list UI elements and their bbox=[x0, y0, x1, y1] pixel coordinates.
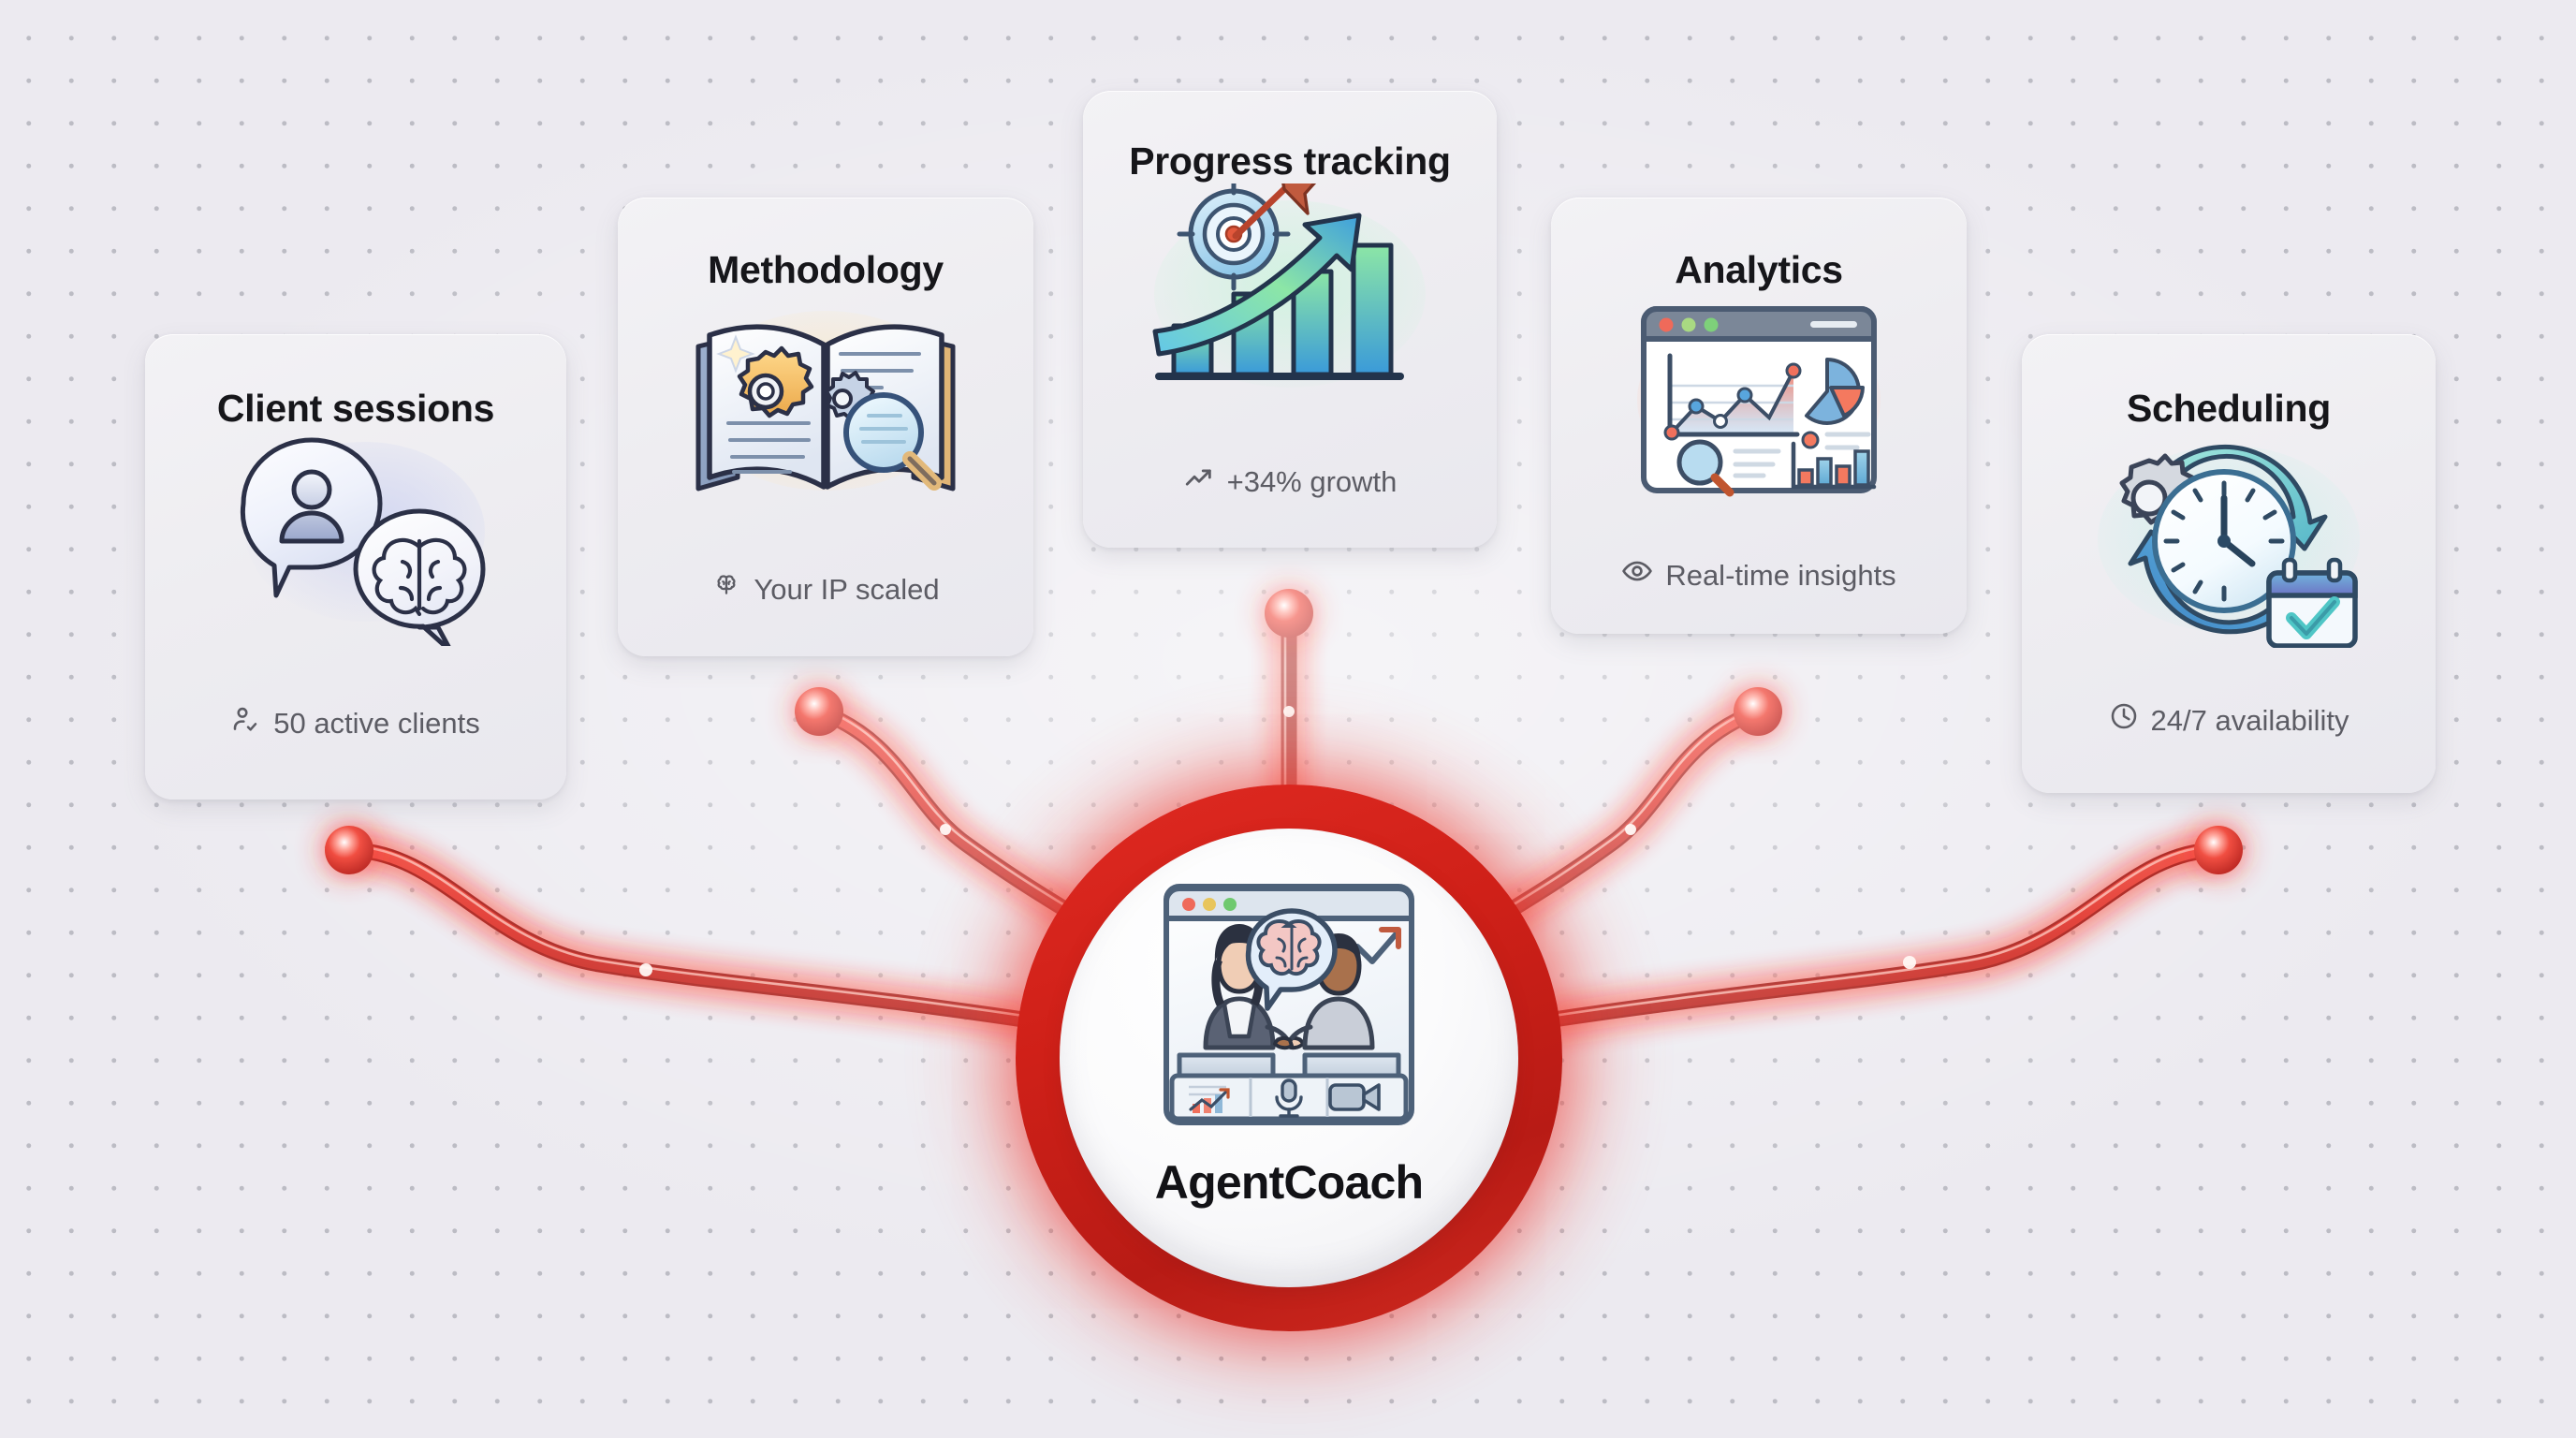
clock-icon bbox=[2109, 701, 2139, 739]
card-caption: +34% growth bbox=[1083, 462, 1497, 501]
clock-gear-calendar-check-illustration bbox=[2093, 431, 2364, 653]
connector-node-analytics[interactable] bbox=[1734, 687, 1782, 736]
card-title: Methodology bbox=[708, 248, 944, 291]
card-caption-text: 24/7 availability bbox=[2150, 703, 2349, 737]
card-caption: Your IP scaled bbox=[618, 570, 1033, 608]
card-title: Analytics bbox=[1675, 248, 1843, 291]
card-caption-text: 50 active clients bbox=[273, 706, 480, 740]
open-book-gears-magnifier-illustration bbox=[685, 292, 966, 510]
card-analytics[interactable]: Analytics bbox=[1551, 198, 1967, 634]
connector-node-client[interactable] bbox=[325, 826, 373, 874]
video-coaching-session-illustration bbox=[1153, 873, 1425, 1140]
target-arrow-growth-bars-illustration bbox=[1149, 167, 1430, 408]
card-title: Progress tracking bbox=[1129, 139, 1451, 183]
connector-node-progress[interactable] bbox=[1265, 589, 1313, 638]
connector-node-scheduling[interactable] bbox=[2194, 826, 2243, 874]
card-methodology[interactable]: Methodology bbox=[618, 198, 1033, 656]
card-title: Client sessions bbox=[216, 387, 495, 430]
card-caption-text: +34% growth bbox=[1226, 464, 1398, 498]
hub-label: AgentCoach bbox=[1154, 1156, 1424, 1209]
eye-icon bbox=[1621, 555, 1653, 594]
card-caption: 50 active clients bbox=[145, 704, 566, 741]
user-check-icon bbox=[231, 704, 261, 741]
card-caption: Real-time insights bbox=[1551, 555, 1967, 594]
brain-icon bbox=[711, 570, 741, 608]
speech-bubbles-person-brain-illustration bbox=[215, 431, 496, 654]
hub-agentcoach[interactable]: AgentCoach bbox=[903, 672, 1675, 1438]
connector-node-methodology[interactable] bbox=[795, 687, 843, 736]
dashboard-window-charts-illustration bbox=[1632, 292, 1885, 512]
card-client-sessions[interactable]: Client sessions bbox=[145, 334, 566, 800]
card-caption-text: Your IP scaled bbox=[754, 572, 940, 606]
card-progress-tracking[interactable]: Progress tracking bbox=[1083, 91, 1497, 548]
card-caption: 24/7 availability bbox=[2022, 701, 2436, 739]
hub-disc[interactable]: AgentCoach bbox=[1060, 829, 1518, 1287]
card-title: Scheduling bbox=[2127, 387, 2331, 430]
trending-up-icon bbox=[1183, 462, 1215, 501]
card-scheduling[interactable]: Scheduling bbox=[2022, 334, 2436, 793]
card-caption-text: Real-time insights bbox=[1665, 558, 1896, 592]
